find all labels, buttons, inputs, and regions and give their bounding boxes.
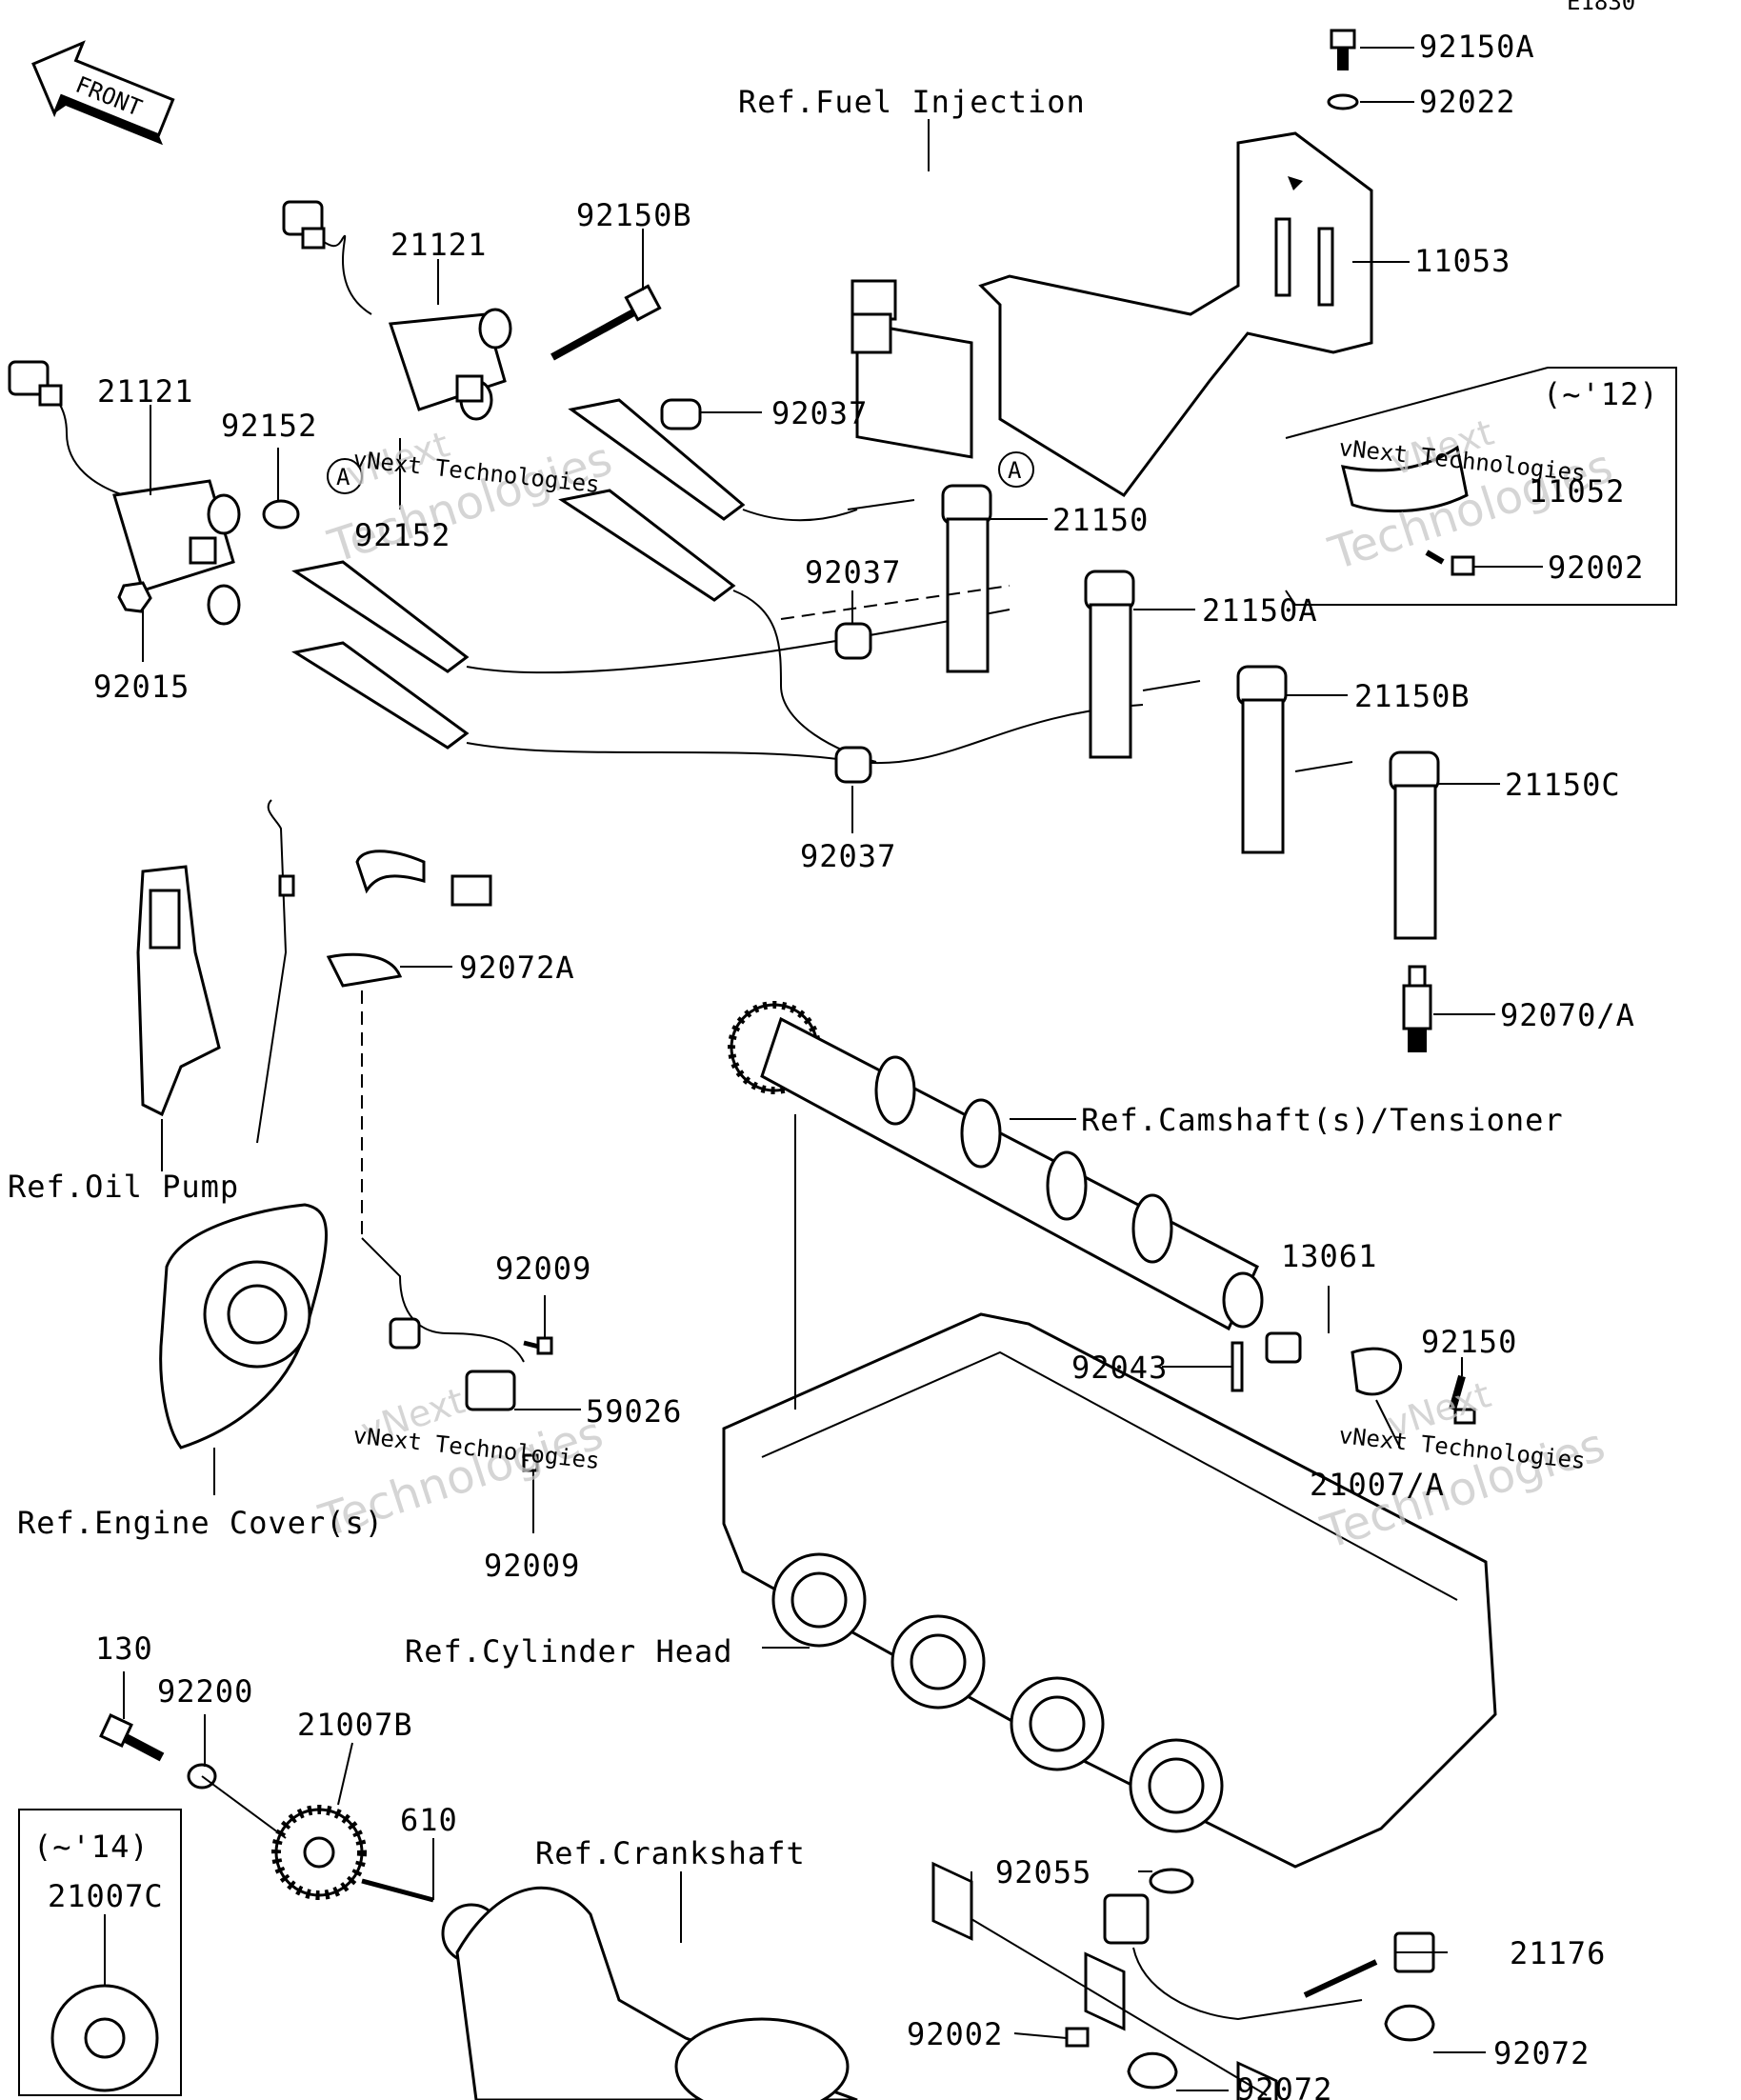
label-92009-top[interactable]: 92009	[495, 1250, 591, 1287]
label-92037-top[interactable]: 92037	[771, 395, 868, 431]
bracket-11053	[978, 131, 1373, 497]
svg-text:A: A	[336, 464, 350, 490]
label-year-14: (~'14)	[33, 1829, 150, 1865]
rotor-13061	[1265, 1331, 1302, 1364]
ignition-coil-upper	[282, 200, 512, 421]
label-ref-crankshaft[interactable]: Ref.Crankshaft	[535, 1835, 806, 1871]
bolt-130	[99, 1713, 165, 1762]
label-11052[interactable]: 11052	[1529, 473, 1625, 510]
label-92152-bottom[interactable]: 92152	[354, 517, 450, 553]
nut-92015	[117, 581, 152, 613]
pickup-coil-59026	[361, 1237, 525, 1411]
label-92022[interactable]: 92022	[1419, 84, 1515, 120]
label-92072-bottom[interactable]: 92072	[1236, 2071, 1332, 2100]
clamp-92037-bottom	[834, 746, 872, 784]
label-92055[interactable]: 92055	[995, 1854, 1091, 1890]
stick-coil-21150B	[1142, 665, 1288, 854]
timing-gear-21007B	[201, 1775, 367, 1900]
label-21150C[interactable]: 21150C	[1505, 767, 1621, 803]
stick-coil-21150	[847, 484, 992, 673]
ignition-coil-lower	[8, 360, 241, 626]
label-ref-engine-cover[interactable]: Ref.Engine Cover(s)	[17, 1505, 384, 1541]
clamp-92037-mid	[834, 622, 872, 660]
label-21150B[interactable]: 21150B	[1354, 678, 1471, 714]
diagram-code: E1830	[1567, 0, 1635, 15]
label-21150[interactable]: 21150	[1052, 502, 1149, 538]
o-ring-92055	[1149, 1868, 1194, 1894]
clamp-92072-bottom	[1127, 2051, 1178, 2090]
spark-plug-92070A	[1402, 965, 1432, 1052]
label-92070A[interactable]: 92070/A	[1500, 997, 1635, 1033]
label-92150A[interactable]: 92150A	[1419, 29, 1535, 65]
label-92037-mid[interactable]: 92037	[805, 554, 901, 590]
label-92150[interactable]: 92150	[1421, 1324, 1517, 1360]
bolt-92150A	[1330, 29, 1356, 70]
label-92150B[interactable]: 92150B	[576, 197, 692, 233]
label-92037-bottom[interactable]: 92037	[800, 838, 896, 874]
label-610[interactable]: 610	[400, 1802, 458, 1838]
callout-a-right: A	[998, 451, 1034, 488]
label-92002-top[interactable]: 92002	[1548, 550, 1644, 586]
label-21150A[interactable]: 21150A	[1202, 592, 1318, 629]
label-21007B[interactable]: 21007B	[297, 1707, 413, 1743]
label-92043[interactable]: 92043	[1071, 1350, 1168, 1386]
label-21121-left[interactable]: 21121	[97, 373, 193, 410]
cylinder-head	[722, 1312, 1497, 2100]
label-92200[interactable]: 92200	[157, 1673, 253, 1710]
callout-a-left: A	[327, 458, 363, 494]
label-11053[interactable]: 11053	[1414, 243, 1511, 279]
collar-92152	[262, 499, 300, 530]
stick-coil-21150C	[1294, 750, 1440, 940]
label-59026[interactable]: 59026	[586, 1393, 682, 1430]
label-130[interactable]: 130	[95, 1630, 153, 1667]
sensor-lead-top	[326, 850, 492, 1238]
svg-text:A: A	[1008, 457, 1022, 484]
label-92015[interactable]: 92015	[93, 669, 190, 705]
bolt-92002-bottom	[1065, 2027, 1090, 2048]
oil-pump-plate	[136, 799, 295, 1144]
label-21007C[interactable]: 21007C	[48, 1878, 164, 1914]
engine-cover	[159, 1203, 328, 1450]
bolt-92150B	[550, 284, 662, 361]
label-92002-bottom[interactable]: 92002	[907, 2016, 1003, 2052]
pin-610	[361, 1878, 434, 1903]
clamp-92072-right	[1384, 2004, 1435, 2042]
clamp-92037-top	[660, 398, 702, 430]
label-ref-oil-pump[interactable]: Ref.Oil Pump	[8, 1169, 239, 1205]
label-92072-right[interactable]: 92072	[1493, 2035, 1590, 2071]
dowel-pin-92043	[1231, 1341, 1244, 1392]
stick-coil-21150A	[780, 570, 1135, 759]
label-21007A[interactable]: 21007/A	[1310, 1467, 1445, 1503]
label-92009-bottom[interactable]: 92009	[484, 1548, 580, 1584]
leader-lines	[104, 47, 1543, 2091]
label-ref-cylinder-head[interactable]: Ref.Cylinder Head	[405, 1633, 733, 1670]
timing-rotor-21007A	[1351, 1347, 1403, 1396]
bolt-92009-bottom	[522, 1453, 539, 1472]
box-year-14	[18, 1809, 182, 2096]
crankshaft	[441, 1886, 858, 2100]
fuel-injection-unit	[850, 119, 973, 459]
label-ref-camshaft[interactable]: Ref.Camshaft(s)/Tensioner	[1081, 1102, 1564, 1138]
label-13061[interactable]: 13061	[1281, 1238, 1377, 1274]
box-year-12	[1285, 367, 1677, 606]
label-92072A[interactable]: 92072A	[459, 950, 575, 986]
bolt-92009-top	[523, 1336, 553, 1355]
camshaft	[728, 1001, 1264, 1331]
label-year-12: (~'12)	[1543, 376, 1659, 412]
front-arrow-icon: FRONT	[31, 40, 175, 146]
label-ref-fuel-injection[interactable]: Ref.Fuel Injection	[738, 84, 1086, 120]
washer-92022	[1327, 93, 1359, 110]
label-21121-top[interactable]: 21121	[390, 227, 487, 263]
part-labels: 92150A 92022 Ref.Fuel Injection 11053 92…	[8, 29, 1659, 2100]
label-92152-top[interactable]: 92152	[221, 408, 317, 444]
plug-leads	[291, 398, 1144, 765]
sensor-21176	[971, 1871, 1435, 2096]
label-21176[interactable]: 21176	[1510, 1935, 1606, 1971]
bolt-92150	[1449, 1374, 1476, 1425]
